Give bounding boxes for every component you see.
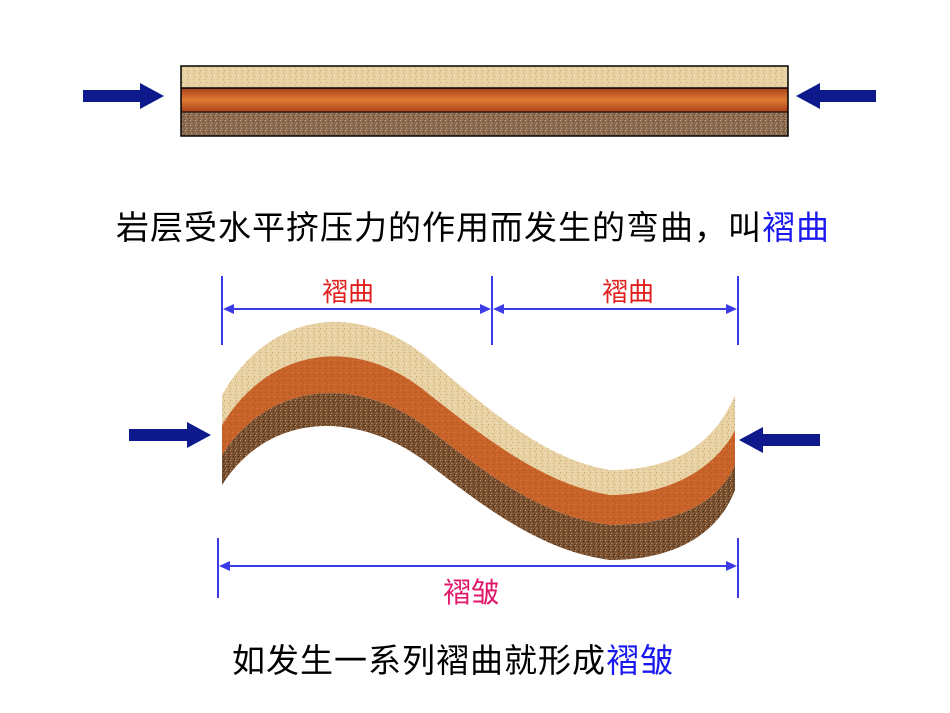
label-fold-left: 褶曲: [322, 278, 375, 308]
flat-strata: [180, 65, 789, 137]
fold-left-arrow-icon: [129, 422, 211, 448]
label-fold-right: 褶曲: [602, 278, 655, 308]
fold-gravel-layer: [222, 393, 735, 560]
top-right-arrow-icon: [796, 83, 876, 109]
caption-bottom: 如发生一系列褶曲就形成褶皱: [232, 634, 674, 682]
caption-bottom-term: 褶皱: [606, 641, 674, 680]
caption-top-term: 褶曲: [762, 208, 830, 247]
folded-strata: [222, 321, 735, 560]
fold-dimension-bottom: [217, 538, 739, 598]
fold-dimension-top: [221, 276, 739, 345]
fold-right-arrow-icon: [739, 427, 820, 453]
flat-sand-layer: [181, 66, 788, 88]
fold-sand-layer: [222, 321, 735, 495]
fold-clay-layer: [222, 356, 735, 525]
flat-strata-border: [180, 65, 789, 137]
caption-top: 岩层受水平挤压力的作用而发生的弯曲，叫褶曲: [116, 201, 830, 249]
label-fold-series: 褶皱: [443, 576, 500, 609]
caption-top-text: 岩层受水平挤压力的作用而发生的弯曲，叫: [116, 208, 762, 247]
caption-bottom-text: 如发生一系列褶曲就形成: [232, 641, 606, 680]
top-left-arrow-icon: [83, 83, 164, 109]
flat-gravel-layer: [181, 112, 788, 136]
flat-clay-layer: [181, 88, 788, 112]
